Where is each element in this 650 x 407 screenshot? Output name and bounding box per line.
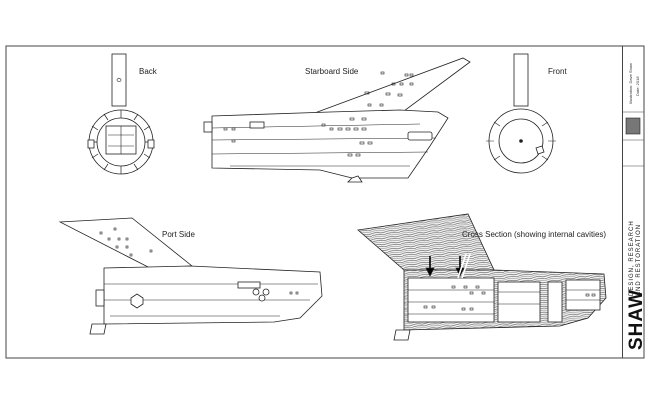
title-block-note-date: Date: 2018 <box>635 76 640 96</box>
back-view <box>87 53 155 175</box>
brand-line-restoration: AND RESTORATION <box>636 223 642 296</box>
label-starboard-side: Starboard Side <box>305 67 359 76</box>
label-port-side: Port Side <box>162 230 195 239</box>
cavity-main <box>407 277 495 323</box>
port-hatch <box>130 293 144 309</box>
port-fin <box>58 217 194 269</box>
front-view <box>486 53 556 174</box>
starboard-view <box>203 57 471 183</box>
cavity-middle <box>497 281 541 323</box>
cross-section-fin <box>357 213 495 271</box>
cavity-front <box>565 279 601 311</box>
brand-line-design-research: DESIGN, RESEARCH <box>629 220 635 296</box>
title-block-logo <box>625 117 641 135</box>
sheet-border <box>5 45 645 359</box>
back-post <box>111 53 127 107</box>
title-block <box>622 46 645 358</box>
label-back: Back <box>139 67 157 76</box>
starboard-hull <box>211 109 449 179</box>
port-view <box>58 217 323 335</box>
port-hull <box>103 265 323 325</box>
label-front: Front <box>548 67 567 76</box>
cross-section-view <box>357 213 607 341</box>
front-post <box>513 53 529 107</box>
brand-logotype: SHAW <box>626 289 647 350</box>
title-block-note-illustrator: Illustration: Dave Shaw <box>628 63 633 104</box>
label-cross-section: Cross Section (showing internal cavities… <box>462 230 607 239</box>
cavity-small <box>547 281 563 323</box>
title-block-lines <box>622 111 644 167</box>
